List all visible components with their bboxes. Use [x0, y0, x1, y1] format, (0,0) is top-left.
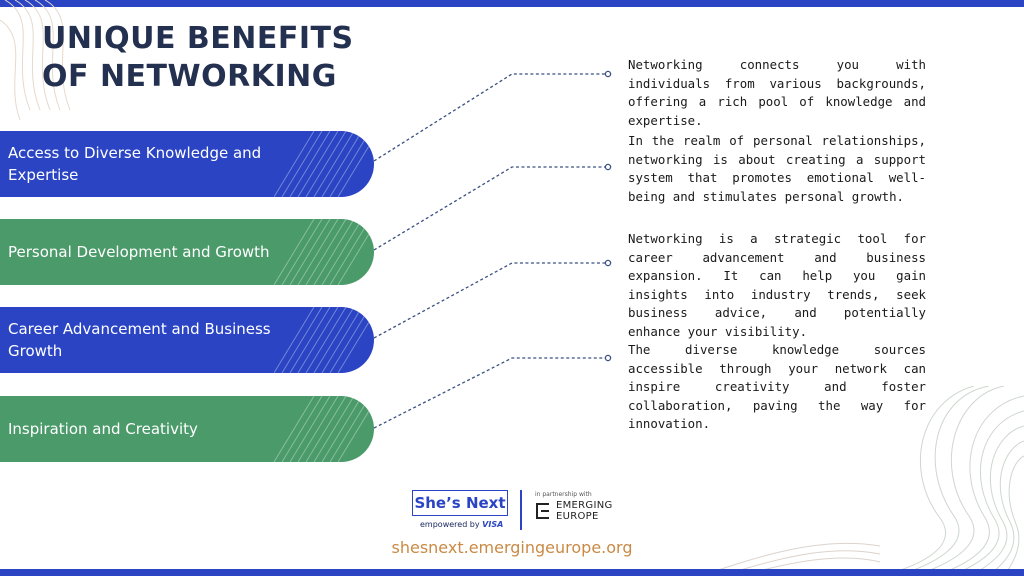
benefit-pill-label: Access to Diverse Knowledge and Expertis… — [8, 144, 262, 184]
logo-divider — [520, 490, 522, 530]
benefit-pill-diverse-knowledge: Access to Diverse Knowledge and Expertis… — [0, 131, 374, 197]
benefit-pill-inspiration: Inspiration and Creativity — [0, 396, 374, 462]
connector-dot-4 — [604, 354, 612, 362]
visa-logo-text: VISA — [482, 520, 504, 529]
hatch-pattern — [274, 219, 374, 285]
benefit-pill-label: Personal Development and Growth — [8, 243, 270, 261]
empowered-by-visa: empowered by VISA — [420, 520, 503, 529]
empowered-text: empowered by — [420, 520, 480, 529]
benefit-description-4: The diverse knowledge sources accessible… — [628, 342, 926, 431]
emerging-europe-logo: EMERGING EUROPE — [556, 500, 613, 522]
bottom-accent-bar — [0, 569, 1024, 576]
benefit-pill-label: Inspiration and Creativity — [8, 420, 198, 438]
shes-next-logo: She’s Next — [412, 490, 508, 516]
partnership-label: in partnership with — [535, 491, 592, 498]
title-line-1: UNIQUE BENEFITS — [42, 21, 354, 56]
hatch-pattern — [274, 131, 374, 197]
connector-1 — [373, 73, 606, 162]
connector-dot-1 — [604, 70, 612, 78]
benefit-description-2: In the realm of personal relationships, … — [628, 133, 926, 204]
shes-next-logo-text: She’s Next — [414, 494, 506, 512]
connector-dot-3 — [604, 259, 612, 267]
emerging-europe-icon — [536, 503, 549, 519]
benefit-description-1: Networking connects you with individuals… — [628, 57, 926, 128]
decorative-contour-bottom-right — [878, 386, 1024, 576]
partner-line-1: EMERGING — [556, 500, 613, 511]
connector-2 — [373, 166, 606, 251]
hatch-pattern — [274, 396, 374, 462]
connector-3 — [373, 262, 606, 339]
hatch-pattern — [274, 307, 374, 373]
benefit-pill-career-advancement: Career Advancement and Business Growth — [0, 307, 374, 373]
title-line-2: OF NETWORKING — [42, 59, 337, 94]
top-accent-bar — [0, 0, 1024, 7]
website-url[interactable]: shesnext.emergingeurope.org — [391, 538, 633, 557]
connector-dot-2 — [604, 163, 612, 171]
benefit-pill-label: Career Advancement and Business Growth — [8, 320, 271, 360]
benefit-pill-personal-development: Personal Development and Growth — [0, 219, 374, 285]
partner-line-2: EUROPE — [556, 511, 599, 522]
decorative-lines-top-left — [0, 0, 71, 120]
benefit-description-3: Networking is a strategic tool for caree… — [628, 231, 926, 339]
connector-4 — [373, 357, 606, 429]
page-title: UNIQUE BENEFITS OF NETWORKING — [42, 20, 354, 96]
